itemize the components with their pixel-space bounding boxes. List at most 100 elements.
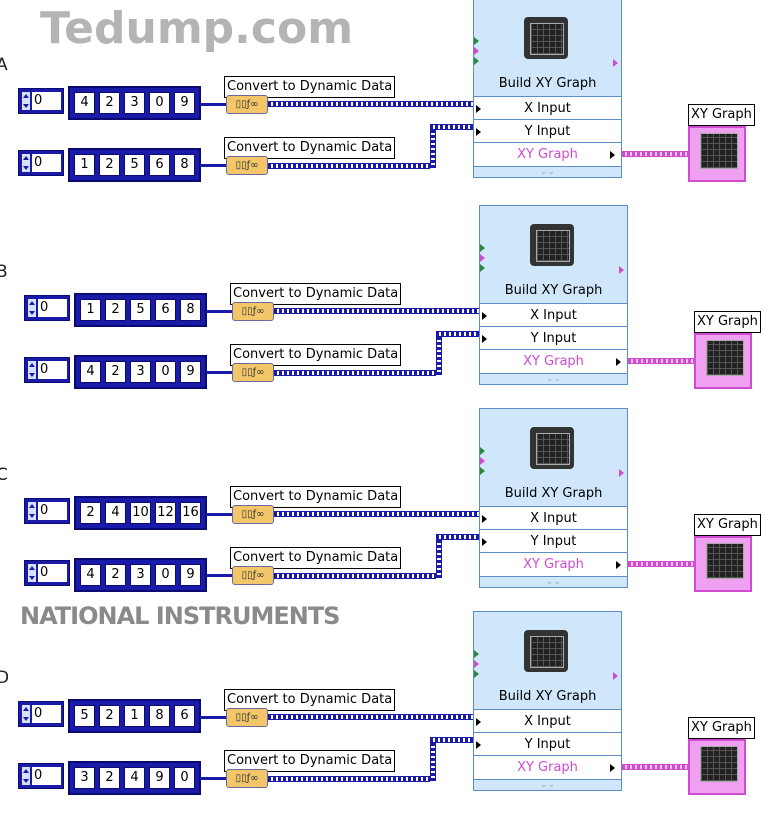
array-element[interactable]: 4 bbox=[105, 502, 126, 524]
array-element[interactable]: 3 bbox=[130, 564, 151, 586]
convert-to-dynamic-data-icon[interactable]: ▯▯ƒ∞ bbox=[232, 566, 274, 585]
index-value[interactable]: 0 bbox=[32, 705, 61, 723]
array-element[interactable]: 3 bbox=[124, 92, 145, 114]
y-array-index[interactable]: 0 bbox=[24, 357, 70, 383]
convert-to-dynamic-data-icon[interactable]: ▯▯ƒ∞ bbox=[232, 505, 274, 524]
array-element[interactable]: 0 bbox=[155, 564, 176, 586]
x-input-terminal[interactable]: X Input bbox=[480, 506, 627, 530]
index-value[interactable]: 0 bbox=[38, 361, 67, 379]
index-value[interactable]: 0 bbox=[38, 502, 67, 520]
index-value[interactable]: 0 bbox=[32, 154, 61, 172]
array-element[interactable]: 0 bbox=[174, 767, 195, 789]
expand-chevron-icon[interactable]: ⌄⌄ bbox=[474, 166, 621, 177]
index-spinner-icon[interactable] bbox=[28, 299, 36, 317]
array-element[interactable]: 10 bbox=[130, 502, 151, 524]
array-element[interactable]: 2 bbox=[105, 299, 126, 321]
xy-graph-indicator[interactable] bbox=[694, 333, 752, 389]
index-value[interactable]: 0 bbox=[38, 564, 67, 582]
array-element[interactable]: 9 bbox=[180, 564, 201, 586]
array-element[interactable]: 9 bbox=[174, 92, 195, 114]
array-element[interactable]: 1 bbox=[124, 705, 145, 727]
array-element[interactable]: 8 bbox=[180, 299, 201, 321]
convert-to-dynamic-data-icon[interactable]: ▯▯ƒ∞ bbox=[226, 156, 268, 175]
y-array-index[interactable]: 0 bbox=[18, 763, 64, 789]
xy-graph-indicator[interactable] bbox=[694, 536, 752, 592]
array-element[interactable]: 2 bbox=[99, 767, 120, 789]
expand-chevron-icon[interactable]: ⌄⌄ bbox=[474, 779, 621, 790]
xy-graph-output-terminal[interactable]: XY Graph bbox=[474, 755, 621, 779]
y-input-terminal[interactable]: Y Input bbox=[474, 119, 621, 143]
xy-graph-output-terminal[interactable]: XY Graph bbox=[474, 142, 621, 166]
array-element[interactable]: 5 bbox=[124, 154, 145, 176]
y-input-terminal[interactable]: Y Input bbox=[480, 326, 627, 350]
y-input-terminal[interactable]: Y Input bbox=[480, 529, 627, 553]
xy-graph-indicator[interactable] bbox=[688, 126, 746, 182]
index-spinner-icon[interactable] bbox=[28, 564, 36, 582]
convert-to-dynamic-data-icon[interactable]: ▯▯ƒ∞ bbox=[226, 95, 268, 114]
convert-to-dynamic-data-icon[interactable]: ▯▯ƒ∞ bbox=[226, 708, 268, 727]
array-element[interactable]: 8 bbox=[174, 154, 195, 176]
array-element[interactable]: 4 bbox=[124, 767, 145, 789]
index-spinner-icon[interactable] bbox=[22, 154, 30, 172]
array-element[interactable]: 4 bbox=[74, 92, 95, 114]
array-element[interactable]: 16 bbox=[180, 502, 201, 524]
x-array-index[interactable]: 0 bbox=[18, 88, 64, 114]
index-spinner-icon[interactable] bbox=[28, 502, 36, 520]
index-value[interactable]: 0 bbox=[32, 767, 61, 785]
array-element[interactable]: 9 bbox=[180, 361, 201, 383]
index-spinner-icon[interactable] bbox=[22, 705, 30, 723]
array-element[interactable]: 0 bbox=[149, 92, 170, 114]
xy-graph-indicator[interactable] bbox=[688, 739, 746, 795]
array-element[interactable]: 6 bbox=[174, 705, 195, 727]
y-array-index[interactable]: 0 bbox=[18, 150, 64, 176]
xy-graph-output-terminal[interactable]: XY Graph bbox=[480, 552, 627, 576]
convert-to-dynamic-data-icon[interactable]: ▯▯ƒ∞ bbox=[232, 302, 274, 321]
x-array-index[interactable]: 0 bbox=[24, 295, 70, 321]
array-element[interactable]: 12 bbox=[155, 502, 176, 524]
array-element[interactable]: 4 bbox=[80, 361, 101, 383]
array-element[interactable]: 3 bbox=[130, 361, 151, 383]
index-spinner-icon[interactable] bbox=[22, 92, 30, 110]
array-element[interactable]: 2 bbox=[99, 705, 120, 727]
array-element[interactable]: 2 bbox=[105, 564, 126, 586]
array-element[interactable]: 0 bbox=[155, 361, 176, 383]
array-element[interactable]: 5 bbox=[130, 299, 151, 321]
expand-chevron-icon[interactable]: ⌄⌄ bbox=[480, 576, 627, 587]
array-element[interactable]: 6 bbox=[155, 299, 176, 321]
array-element[interactable]: 6 bbox=[149, 154, 170, 176]
expand-chevron-icon[interactable]: ⌄⌄ bbox=[480, 373, 627, 384]
x-array-index[interactable]: 0 bbox=[24, 498, 70, 524]
array-element[interactable]: 4 bbox=[80, 564, 101, 586]
array-element[interactable]: 8 bbox=[149, 705, 170, 727]
array-element[interactable]: 2 bbox=[80, 502, 101, 524]
array-element[interactable]: 9 bbox=[149, 767, 170, 789]
index-value[interactable]: 0 bbox=[38, 299, 67, 317]
array-element[interactable]: 3 bbox=[74, 767, 95, 789]
x-input-terminal[interactable]: X Input bbox=[480, 303, 627, 327]
array-element[interactable]: 5 bbox=[74, 705, 95, 727]
array-element[interactable]: 1 bbox=[80, 299, 101, 321]
index-spinner-icon[interactable] bbox=[22, 767, 30, 785]
index-value[interactable]: 0 bbox=[32, 92, 61, 110]
array-element[interactable]: 2 bbox=[99, 154, 120, 176]
x-input-terminal[interactable]: X Input bbox=[474, 96, 621, 120]
index-spinner-icon[interactable] bbox=[28, 361, 36, 379]
array-element[interactable]: 1 bbox=[74, 154, 95, 176]
x-input-terminal[interactable]: X Input bbox=[474, 709, 621, 733]
xy-graph-output-terminal[interactable]: XY Graph bbox=[480, 349, 627, 373]
y-array-index[interactable]: 0 bbox=[24, 560, 70, 586]
x-array-index[interactable]: 0 bbox=[18, 701, 64, 727]
convert-to-dynamic-data-icon[interactable]: ▯▯ƒ∞ bbox=[232, 363, 274, 382]
convert-to-dynamic-data-icon[interactable]: ▯▯ƒ∞ bbox=[226, 769, 268, 788]
